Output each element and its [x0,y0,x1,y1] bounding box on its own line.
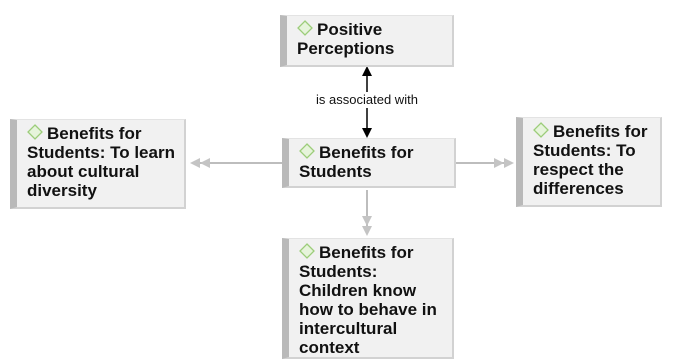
diamond-icon [299,243,315,259]
node-label: Benefits for Students [299,143,414,181]
edge-label-association: is associated with [296,92,438,108]
arrowhead-left-icon [190,158,200,168]
node-respect-differences[interactable]: Benefits for Students: To respect the di… [516,117,662,207]
diamond-icon [27,124,43,140]
node-cultural-diversity[interactable]: Benefits for Students: To learn about cu… [10,119,186,209]
arrowhead-right-icon [504,158,514,168]
arrowhead-left-icon [200,158,210,168]
diamond-icon [533,122,549,138]
node-label: Benefits for Students: To learn about cu… [27,124,175,200]
arrowhead-down-gray-icon [362,216,372,226]
arrowhead-down-icon [362,128,372,138]
arrowhead-down-gray-icon [362,226,372,236]
node-label: Benefits for Students: To respect the di… [533,122,648,198]
diamond-icon [299,143,315,159]
arrowhead-right-icon [494,158,504,168]
node-intercultural-behavior[interactable]: Benefits for Students: Children know how… [282,238,454,359]
arrowhead-up-icon [362,66,372,76]
diamond-icon [297,20,313,36]
node-positive-perceptions[interactable]: Positive Perceptions [280,15,454,67]
node-label: Positive Perceptions [297,20,395,58]
node-benefits-for-students[interactable]: Benefits for Students [282,138,456,188]
node-label: Benefits for Students: Children know how… [299,243,437,357]
